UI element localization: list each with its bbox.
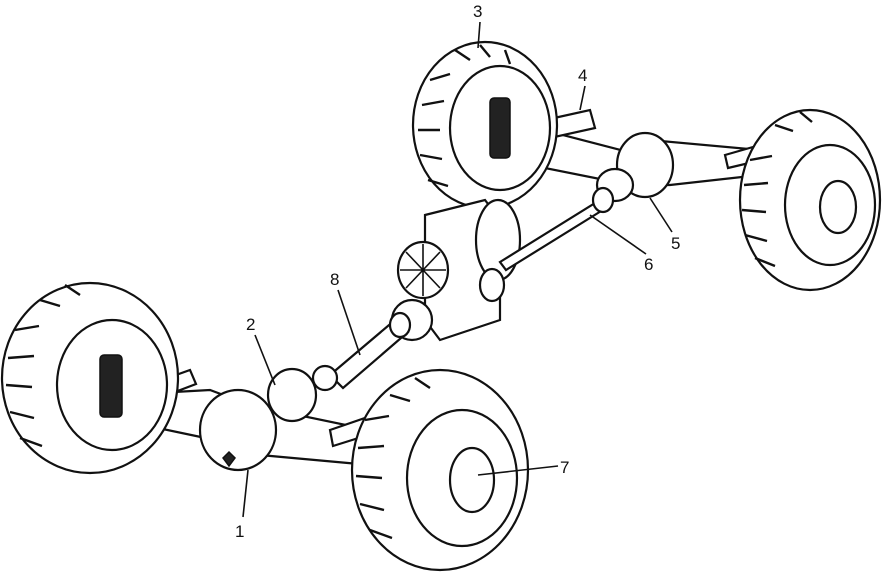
tire-rear-right — [738, 108, 882, 292]
callout-6: 6 — [644, 255, 653, 274]
callout-5: 5 — [671, 234, 680, 253]
tire-rear-left — [411, 40, 559, 210]
callout-7: 7 — [560, 458, 569, 477]
callout-4: 4 — [578, 66, 587, 85]
front-axle — [118, 367, 372, 472]
transfer-case — [390, 198, 522, 342]
leader-lines — [242, 21, 673, 518]
tire-front-left — [0, 281, 180, 475]
rear-drive-shaft — [498, 186, 615, 272]
callout-1: 1 — [235, 522, 244, 541]
front-drive-shaft — [311, 311, 412, 392]
tire-front-right — [350, 368, 530, 572]
callout-2: 2 — [246, 315, 255, 334]
callout-8: 8 — [330, 270, 339, 289]
callout-3: 3 — [473, 2, 482, 21]
